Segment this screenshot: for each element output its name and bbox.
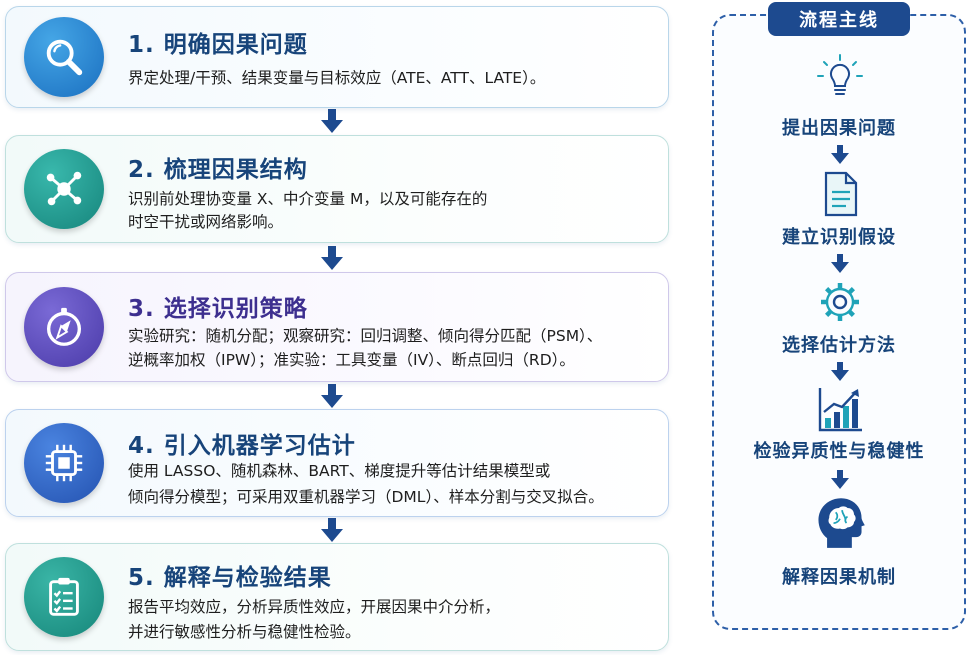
step-title: 1. 明确因果问题 xyxy=(128,32,308,58)
step-desc-line: 实验研究：随机分配；观察研究：回归调整、倾向得分匹配（PSM）、 xyxy=(128,327,603,345)
down-arrow-icon xyxy=(321,109,343,133)
step-desc-line: 并进行敏感性分析与稳健性检验。 xyxy=(128,623,361,641)
gear-icon xyxy=(821,283,859,321)
compass-icon xyxy=(24,287,104,367)
down-arrow-icon xyxy=(831,145,849,164)
lightbulb-icon xyxy=(817,54,863,95)
step-card-2: 2. 梳理因果结构 识别前处理协变量 X、中介变量 M，以及可能存在的 时空干扰… xyxy=(5,135,669,243)
flow-label: 建立识别假设 xyxy=(782,227,896,248)
flow-label: 选择估计方法 xyxy=(782,335,896,356)
flow-label: 检验异质性与稳健性 xyxy=(753,441,925,462)
step-desc-line: 逆概率加权（IPW）；准实验：工具变量（IV）、断点回归（RD）。 xyxy=(128,351,575,369)
step-card-4: 4. 引入机器学习估计 使用 LASSO、随机森林、BART、梯度提升等估计结果… xyxy=(5,409,669,517)
step-title: 3. 选择识别策略 xyxy=(128,296,308,322)
network-icon xyxy=(24,149,104,229)
step-desc-line: 识别前处理协变量 X、中介变量 M，以及可能存在的 xyxy=(128,190,488,208)
flow-label: 提出因果问题 xyxy=(782,118,896,139)
down-arrow-icon xyxy=(321,384,343,408)
document-icon xyxy=(824,171,858,217)
down-arrow-icon xyxy=(831,362,849,381)
flow-label: 解释因果机制 xyxy=(782,567,896,588)
step-title: 5. 解释与检验结果 xyxy=(128,565,332,591)
step-title: 2. 梳理因果结构 xyxy=(128,157,308,183)
down-arrow-icon xyxy=(831,470,849,489)
search-icon xyxy=(24,17,104,97)
down-arrow-icon xyxy=(321,246,343,270)
step-card-3: 3. 选择识别策略 实验研究：随机分配；观察研究：回归调整、倾向得分匹配（PSM… xyxy=(5,272,669,382)
step-desc-line: 时空干扰或网络影响。 xyxy=(128,213,284,231)
step-desc-line: 报告平均效应，分析异质性效应，开展因果中介分析， xyxy=(128,598,501,616)
down-arrow-icon xyxy=(831,254,849,273)
step-desc-line: 界定处理/干预、结果变量与目标效应（ATE、ATT、LATE）。 xyxy=(128,69,546,87)
step-card-1: 1. 明确因果问题 界定处理/干预、结果变量与目标效应（ATE、ATT、LATE… xyxy=(5,6,669,108)
brain-head-icon xyxy=(818,498,865,548)
checklist-icon xyxy=(24,557,104,637)
step-desc-line: 倾向得分模型；可采用双重机器学习（DML）、样本分割与交叉拟合。 xyxy=(128,488,604,506)
bar-chart-icon xyxy=(818,388,862,432)
chip-icon xyxy=(24,423,104,503)
flow-panel xyxy=(712,14,966,630)
step-card-5: 5. 解释与检验结果 报告平均效应，分析异质性效应，开展因果中介分析， 并进行敏… xyxy=(5,543,669,651)
step-title: 4. 引入机器学习估计 xyxy=(128,433,356,459)
flow-title: 流程主线 xyxy=(768,2,910,36)
down-arrow-icon xyxy=(321,518,343,542)
step-desc-line: 使用 LASSO、随机森林、BART、梯度提升等估计结果模型或 xyxy=(128,462,551,480)
